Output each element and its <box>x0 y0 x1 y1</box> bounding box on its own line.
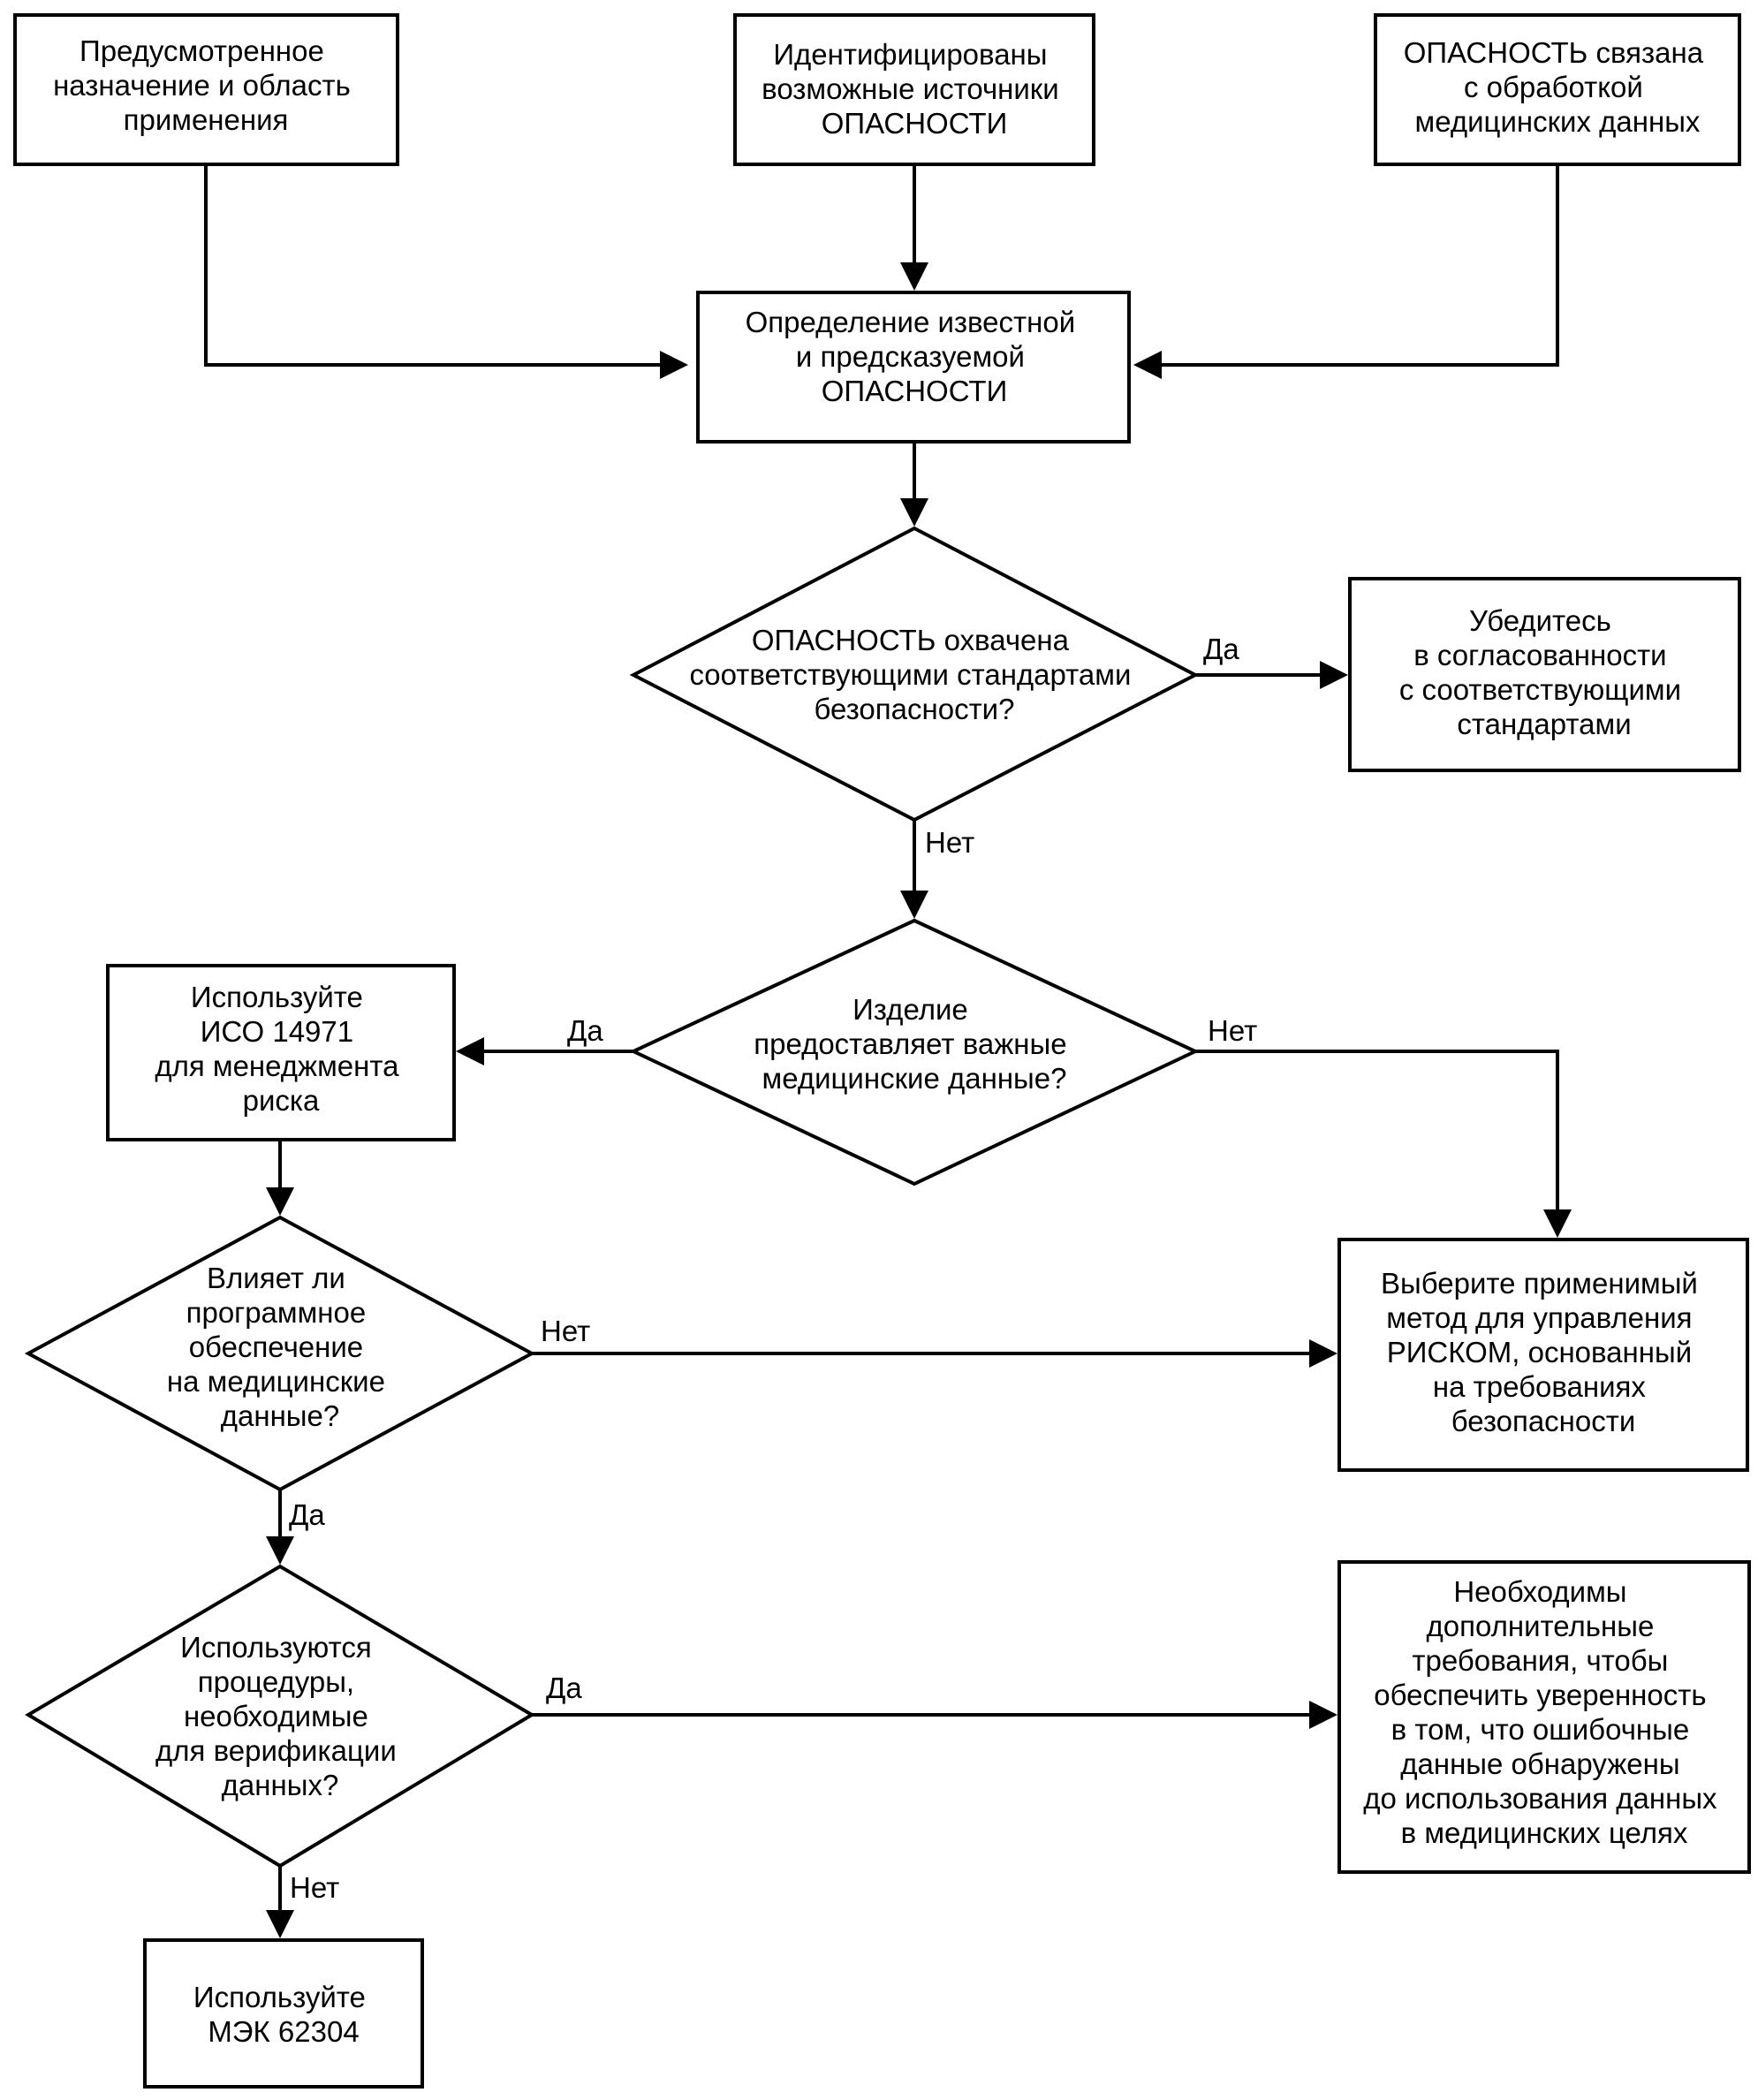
node-use-iec: Используйте МЭК 62304 <box>143 1938 424 2089</box>
decision-software: Влияет ли программное обеспечение на мед… <box>24 1215 536 1492</box>
edge-label-standards-yes: Да <box>1203 633 1239 665</box>
decision-standards: ОПАСНОСТЬ охвачена соответствующими стан… <box>629 526 1200 823</box>
edge-label-important-no: Нет <box>1208 1014 1257 1047</box>
decision-software-label: Влияет ли программное обеспечение на мед… <box>167 1262 393 1432</box>
edge-label-software-no: Нет <box>541 1315 590 1347</box>
node-determine-hazard: Определение известной и предсказуемой ОП… <box>696 291 1131 444</box>
node-use-iso-label: Используйте ИСО 14971 для менеджмента ри… <box>155 981 406 1117</box>
node-additional-requirements-label: Необходимы дополнительные требования, чт… <box>1363 1575 1724 1849</box>
decision-procedures-label: Используются процедуры, необходимые для … <box>155 1631 405 1801</box>
node-intended-use: Предусмотренное назначение и область при… <box>13 13 399 166</box>
edge-label-standards-no: Нет <box>925 826 974 859</box>
node-hazard-medical-data: ОПАСНОСТЬ связана с обработкой медицинск… <box>1374 13 1741 166</box>
node-choose-method-label: Выберите применимый метод для управления… <box>1381 1267 1706 1437</box>
node-ensure-compliance: Убедитесь в согласованности с соответств… <box>1348 577 1741 772</box>
edge-intended-use-to-determine <box>204 164 688 379</box>
node-ensure-compliance-label: Убедитесь в согласованности с соответств… <box>1399 604 1689 740</box>
node-hazard-sources-label: Идентифицированы возможные источники ОПА… <box>762 38 1067 140</box>
decision-important-data: Изделие предоставляет важные медицинские… <box>629 918 1200 1186</box>
edge-label-procedures-yes: Да <box>546 1672 582 1704</box>
decision-standards-label: ОПАСНОСТЬ охвачена соответствующими стан… <box>689 624 1139 725</box>
node-hazard-medical-data-label: ОПАСНОСТЬ связана с обработкой медицинск… <box>1404 36 1712 138</box>
node-determine-hazard-label: Определение известной и предсказуемой ОП… <box>746 306 1084 407</box>
node-additional-requirements: Необходимы дополнительные требования, чт… <box>1337 1560 1751 1874</box>
node-use-iso: Используйте ИСО 14971 для менеджмента ри… <box>106 964 456 1141</box>
node-intended-use-label: Предусмотренное назначение и область при… <box>53 34 359 136</box>
edge-label-software-yes: Да <box>289 1498 325 1531</box>
node-hazard-sources: Идентифицированы возможные источники ОПА… <box>733 13 1095 166</box>
edge-label-important-yes: Да <box>567 1014 603 1047</box>
node-choose-method: Выберите применимый метод для управления… <box>1337 1238 1749 1472</box>
node-use-iec-label: Используйте МЭК 62304 <box>193 1981 374 2048</box>
edge-q-important-no <box>1195 1050 1572 1238</box>
connectors <box>204 164 1572 1938</box>
decision-important-data-label: Изделие предоставляет важные медицинские… <box>754 993 1075 1095</box>
edge-label-procedures-no: Нет <box>290 1871 339 1904</box>
edge-medical-data-to-determine <box>1133 164 1559 379</box>
decision-procedures: Используются процедуры, необходимые для … <box>25 1564 535 1869</box>
